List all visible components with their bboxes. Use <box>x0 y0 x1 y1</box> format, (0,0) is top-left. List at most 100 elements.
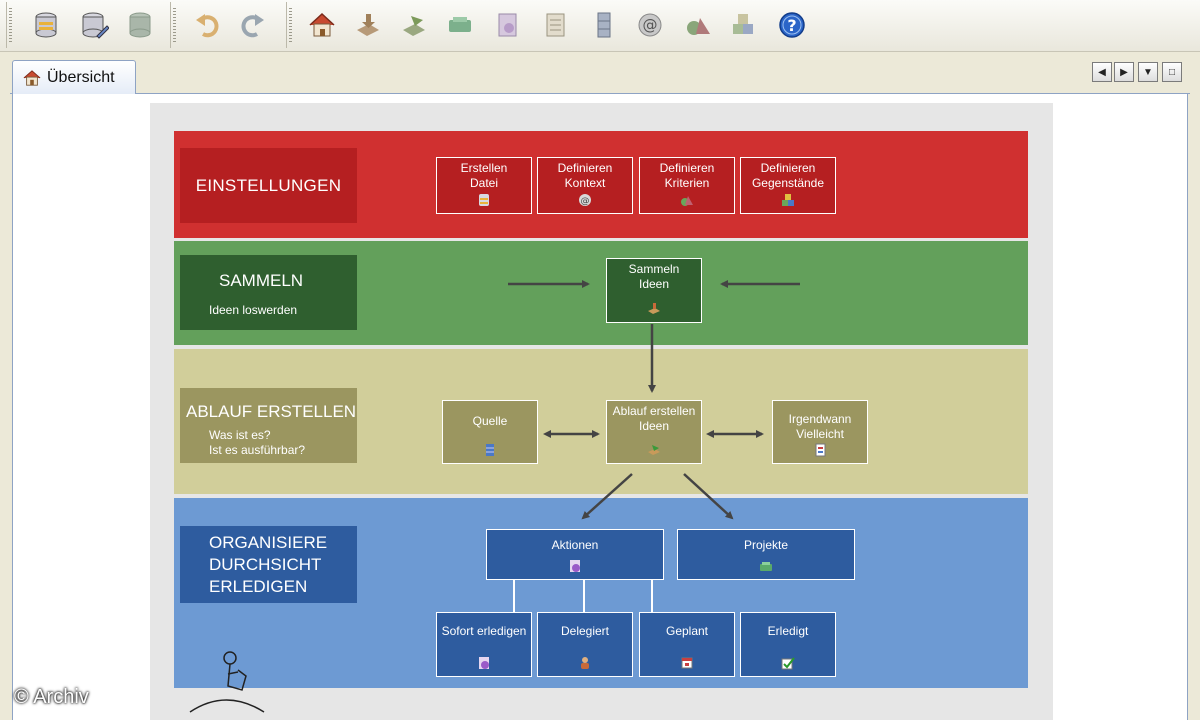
sheet-button[interactable] <box>539 8 573 42</box>
box-delegiert[interactable]: Delegiert <box>537 612 633 677</box>
process-icon <box>648 445 660 455</box>
box-line: Definieren <box>659 161 715 175</box>
section-subtitle-sammeln: Ideen loswerden <box>209 303 298 317</box>
box-line: Projekte <box>743 538 789 552</box>
process-icon <box>403 16 425 36</box>
triangle-right-icon: ▶ <box>1120 66 1128 78</box>
subtitle-line: Ist es ausführbar? <box>209 443 306 457</box>
title-line: ERLEDIGEN <box>209 577 308 596</box>
sheet-icon <box>815 443 826 457</box>
box-geplant[interactable]: Geplant <box>639 612 735 677</box>
box-quelle[interactable]: Quelle <box>442 400 538 464</box>
box-erledigt[interactable]: Erledigt <box>740 612 836 677</box>
document-button[interactable] <box>491 8 525 42</box>
tab-uebersicht[interactable]: Übersicht <box>12 60 136 94</box>
process-button[interactable] <box>397 8 431 42</box>
objects-button[interactable] <box>727 8 761 42</box>
svg-text:@: @ <box>581 197 590 207</box>
section-label-ablauf: ABLAUF ERSTELLEN Was ist es? Ist es ausf… <box>180 388 357 463</box>
tab-scroll-right-button[interactable]: ▶ <box>1114 62 1134 82</box>
redo-icon <box>241 14 264 38</box>
section-subtitle-ablauf: Was ist es? Ist es ausführbar? <box>209 428 305 458</box>
section-title-organisiere: ORGANISIERE DURCHSICHT ERLEDIGEN <box>209 532 327 598</box>
undo-icon <box>196 14 219 38</box>
tab-scroll-left-button[interactable]: ◀ <box>1092 62 1112 82</box>
box-line: Aktionen <box>551 538 599 552</box>
box-sammeln-ideen[interactable]: Sammeln Ideen <box>606 258 702 323</box>
toolbar-group-database <box>6 2 166 48</box>
home-icon <box>309 12 335 37</box>
box-definieren-kontext[interactable]: Definieren Kontext @ <box>537 157 633 214</box>
collect-icon <box>648 303 660 314</box>
box-line: Ideen <box>638 277 670 291</box>
box-line: Sammeln <box>628 262 680 276</box>
cabinet-button[interactable] <box>587 8 621 42</box>
box-line: Erstellen <box>460 161 508 175</box>
maximize-button[interactable]: □ <box>1162 62 1182 82</box>
database-icon <box>479 194 489 206</box>
tab-bar: Übersicht ◀ ▶ ▼ □ <box>10 58 1190 94</box>
box-line: Vielleicht <box>796 427 844 441</box>
box-line: Kontext <box>564 176 606 190</box>
box-line: Delegiert <box>560 624 610 638</box>
collect-button[interactable] <box>351 8 385 42</box>
at-context-icon: @ <box>579 194 591 207</box>
checkmark-icon <box>781 657 795 670</box>
home-button[interactable] <box>305 8 339 42</box>
collect-icon <box>357 14 379 36</box>
undo-button[interactable] <box>191 8 225 42</box>
section-title-ablauf: ABLAUF ERSTELLEN <box>186 402 357 421</box>
home-icon <box>23 69 41 86</box>
database-edit-icon <box>82 12 109 39</box>
copyright-watermark: © Archiv <box>14 686 89 708</box>
section-title-sammeln: SAMMELN <box>219 271 304 290</box>
toolbar-group-history <box>170 2 282 48</box>
database-edit-button[interactable] <box>77 8 111 42</box>
box-aktionen[interactable]: Aktionen <box>486 529 664 580</box>
box-definieren-kriterien[interactable]: Definieren Kriterien <box>639 157 735 214</box>
title-line: ORGANISIERE <box>209 533 328 552</box>
svg-text:@: @ <box>643 16 658 34</box>
person-icon <box>581 657 589 669</box>
objects-icon <box>782 194 794 206</box>
box-definieren-gegenstaende[interactable]: Definieren Gegenstände <box>740 157 836 214</box>
svg-text:?: ? <box>787 16 796 35</box>
criteria-button[interactable] <box>681 8 715 42</box>
database-gray-icon <box>129 12 151 38</box>
sheet-icon <box>546 13 565 37</box>
triangle-down-icon: ▼ <box>1143 66 1153 78</box>
toolbar: @ ? <box>0 0 1200 52</box>
database-icon <box>35 12 57 38</box>
redo-button[interactable] <box>235 8 269 42</box>
project-icon <box>449 17 471 32</box>
context-button[interactable]: @ <box>633 8 667 42</box>
project-icon <box>760 562 772 571</box>
criteria-icon <box>687 18 710 35</box>
box-erstellen-datei[interactable]: Erstellen Datei <box>436 157 532 214</box>
document-icon <box>498 13 517 37</box>
box-line: Datei <box>469 176 498 190</box>
project-button[interactable] <box>443 8 477 42</box>
document-icon <box>570 560 580 572</box>
box-ablauf-erstellen-ideen[interactable]: Ablauf erstellen Ideen <box>606 400 702 464</box>
box-line: Definieren <box>760 161 816 175</box>
database-gray-button[interactable] <box>123 8 157 42</box>
cabinet-icon <box>486 444 494 456</box>
title-line: DURCHSICHT <box>209 555 322 574</box>
section-title-einstellungen: EINSTELLUNGEN <box>180 148 357 223</box>
box-line: Definieren <box>557 161 613 175</box>
box-line: Geplant <box>665 624 709 638</box>
box-line: Erledigt <box>767 624 809 638</box>
calendar-icon <box>681 657 693 669</box>
document-icon <box>479 657 489 669</box>
tab-list-button[interactable]: ▼ <box>1138 62 1158 82</box>
section-label-organisiere: ORGANISIERE DURCHSICHT ERLEDIGEN <box>180 526 357 603</box>
box-sofort-erledigen[interactable]: Sofort erledigen <box>436 612 532 677</box>
help-button[interactable]: ? <box>775 8 809 42</box>
box-irgendwann-vielleicht[interactable]: Irgendwann Vielleicht <box>772 400 868 464</box>
database-button[interactable] <box>29 8 63 42</box>
box-line: Sofort erledigen <box>441 624 527 638</box>
box-projekte[interactable]: Projekte <box>677 529 855 580</box>
box-line: Quelle <box>472 414 508 428</box>
square-icon: □ <box>1168 66 1176 78</box>
